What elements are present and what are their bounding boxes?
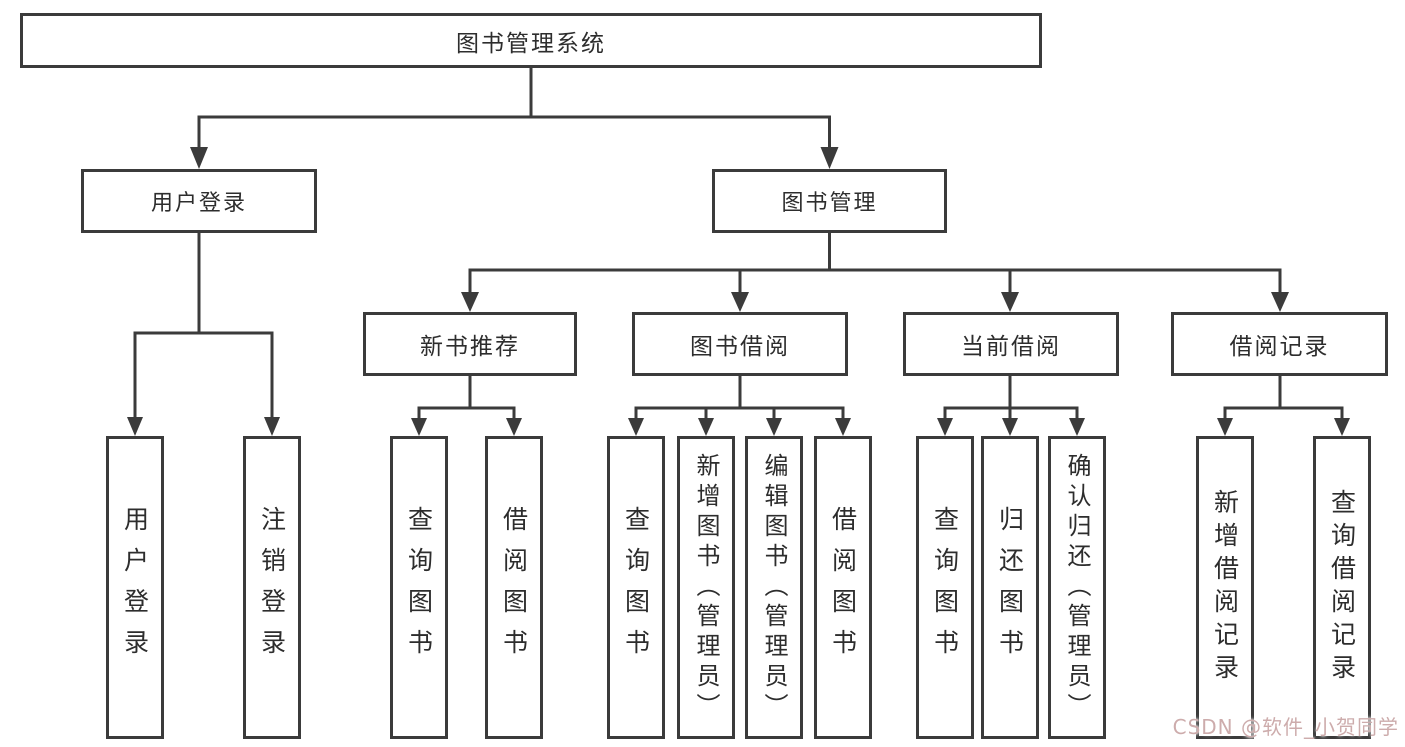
leaf-query-books-recommend: 查询图书 [390, 436, 448, 739]
leaf-user-login: 用户登录 [106, 436, 164, 739]
connector-new-book-recommendation [411, 374, 522, 436]
leaf-confirm-return-admin: 确认归还（管理员） [1048, 436, 1106, 739]
leaf-logout: 注销登录 [243, 436, 301, 739]
node-library-management-system: 图书管理系统 [20, 13, 1042, 68]
leaf-query-books-current: 查询图书 [916, 436, 974, 739]
node-borrowing-records: 借阅记录 [1171, 312, 1388, 376]
node-current-borrowing: 当前借阅 [903, 312, 1119, 376]
leaf-query-books-borrowing: 查询图书 [607, 436, 665, 739]
leaf-return-books: 归还图书 [981, 436, 1039, 739]
connector-book-borrowing [628, 374, 851, 436]
connector-user-login [127, 231, 280, 436]
leaf-query-borrow-record: 查询借阅记录 [1313, 436, 1371, 739]
leaf-add-books-admin: 新增图书（管理员） [677, 436, 735, 739]
leaf-borrow-books-borrowing: 借阅图书 [814, 436, 872, 739]
leaf-borrow-books-recommend: 借阅图书 [485, 436, 543, 739]
leaf-edit-books-admin: 编辑图书（管理员） [745, 436, 803, 739]
node-book-management: 图书管理 [712, 169, 947, 233]
connector-book-management [461, 231, 1289, 312]
csdn-watermark: CSDN @软件_小贺同学 [1172, 715, 1399, 739]
connector-current-borrowing [937, 374, 1085, 436]
node-new-book-recommendation: 新书推荐 [363, 312, 577, 376]
leaf-add-borrow-record: 新增借阅记录 [1196, 436, 1254, 739]
connector-borrowing-records [1217, 374, 1350, 436]
node-book-borrowing: 图书借阅 [632, 312, 848, 376]
connector-root [190, 66, 839, 169]
node-user-login: 用户登录 [81, 169, 317, 233]
